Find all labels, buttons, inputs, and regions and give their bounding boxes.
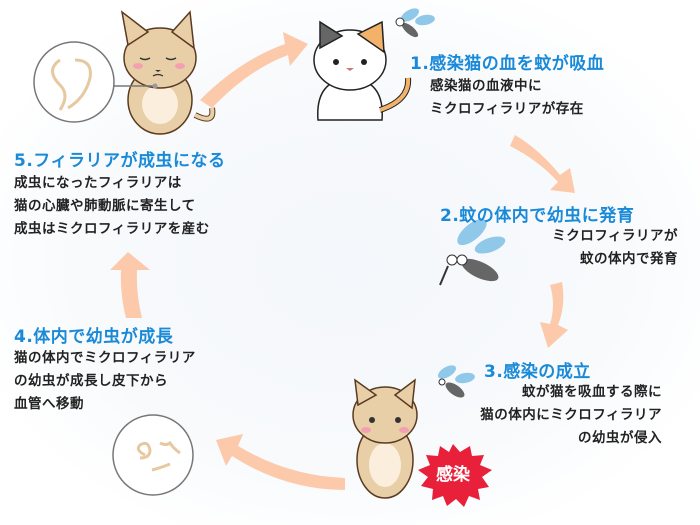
step-2-description: ミクロフィラリアが 蚊の体内で発育 [552,225,678,271]
infection-badge-burst [418,444,492,507]
step-5-line: 成虫になったフィラリアは [14,175,182,191]
step-1-title: 1.感染猫の血を蚊が吸血 [410,54,605,74]
mosquito-illustration-1 [395,8,435,38]
step-3-line: 蚊が猫を吸血する際に [522,384,662,400]
mosquito-illustration-3 [437,365,475,398]
worm-magnifier-bottom [112,414,194,496]
step-4-line: 猫の体内でミクロフィラリア [14,350,196,366]
step-5-description: 成虫になったフィラリアは 猫の心臓や肺動脈に寄生して 成虫はミクロフィラリアを産… [14,172,210,241]
step-5-title: 5.フィラリアが成虫になる [14,151,226,171]
step-2-title: 2.蚊の体内で幼虫に発育 [440,206,635,226]
step-4-description: 猫の体内でミクロフィラリア の幼虫が成長し皮下から 血管へ移動 [14,347,196,416]
step-4-line: の幼虫が成長し皮下から [14,373,168,389]
step-1-line: ミクロフィラリアが存在 [430,101,584,117]
calico-cat-illustration [313,20,412,121]
step-5-line: 成虫はミクロフィラリアを産む [14,221,210,237]
worm-magnifier-top [33,41,158,123]
step-2-line: ミクロフィラリアが [552,228,678,244]
step-1-line: 感染猫の血液中に [430,78,542,94]
step-2-line: 蚊の体内で発育 [580,251,678,267]
step-4-title: 4.体内で幼虫が成長 [14,327,174,347]
tabby-cat-illustration [352,378,418,499]
step-5-line: 猫の心臓や肺動脈に寄生して [14,198,196,214]
step-3-title: 3.感染の成立 [484,362,591,382]
mosquito-illustration-2 [439,218,506,286]
step-3-line: 猫の体内にミクロフィラリア [480,407,662,423]
step-3-line: の幼虫が侵入 [578,430,662,446]
cycle-arrows [110,32,575,490]
step-1-description: 感染猫の血液中に ミクロフィラリアが存在 [430,75,584,121]
step-4-line: 血管へ移動 [14,396,84,412]
sad-cat-illustration [120,10,216,135]
arrow-icon [200,32,308,108]
step-3-description: 蚊が猫を吸血する際に 猫の体内にミクロフィラリア の幼虫が侵入 [480,381,662,450]
infection-badge-label: 感染 [436,465,470,485]
